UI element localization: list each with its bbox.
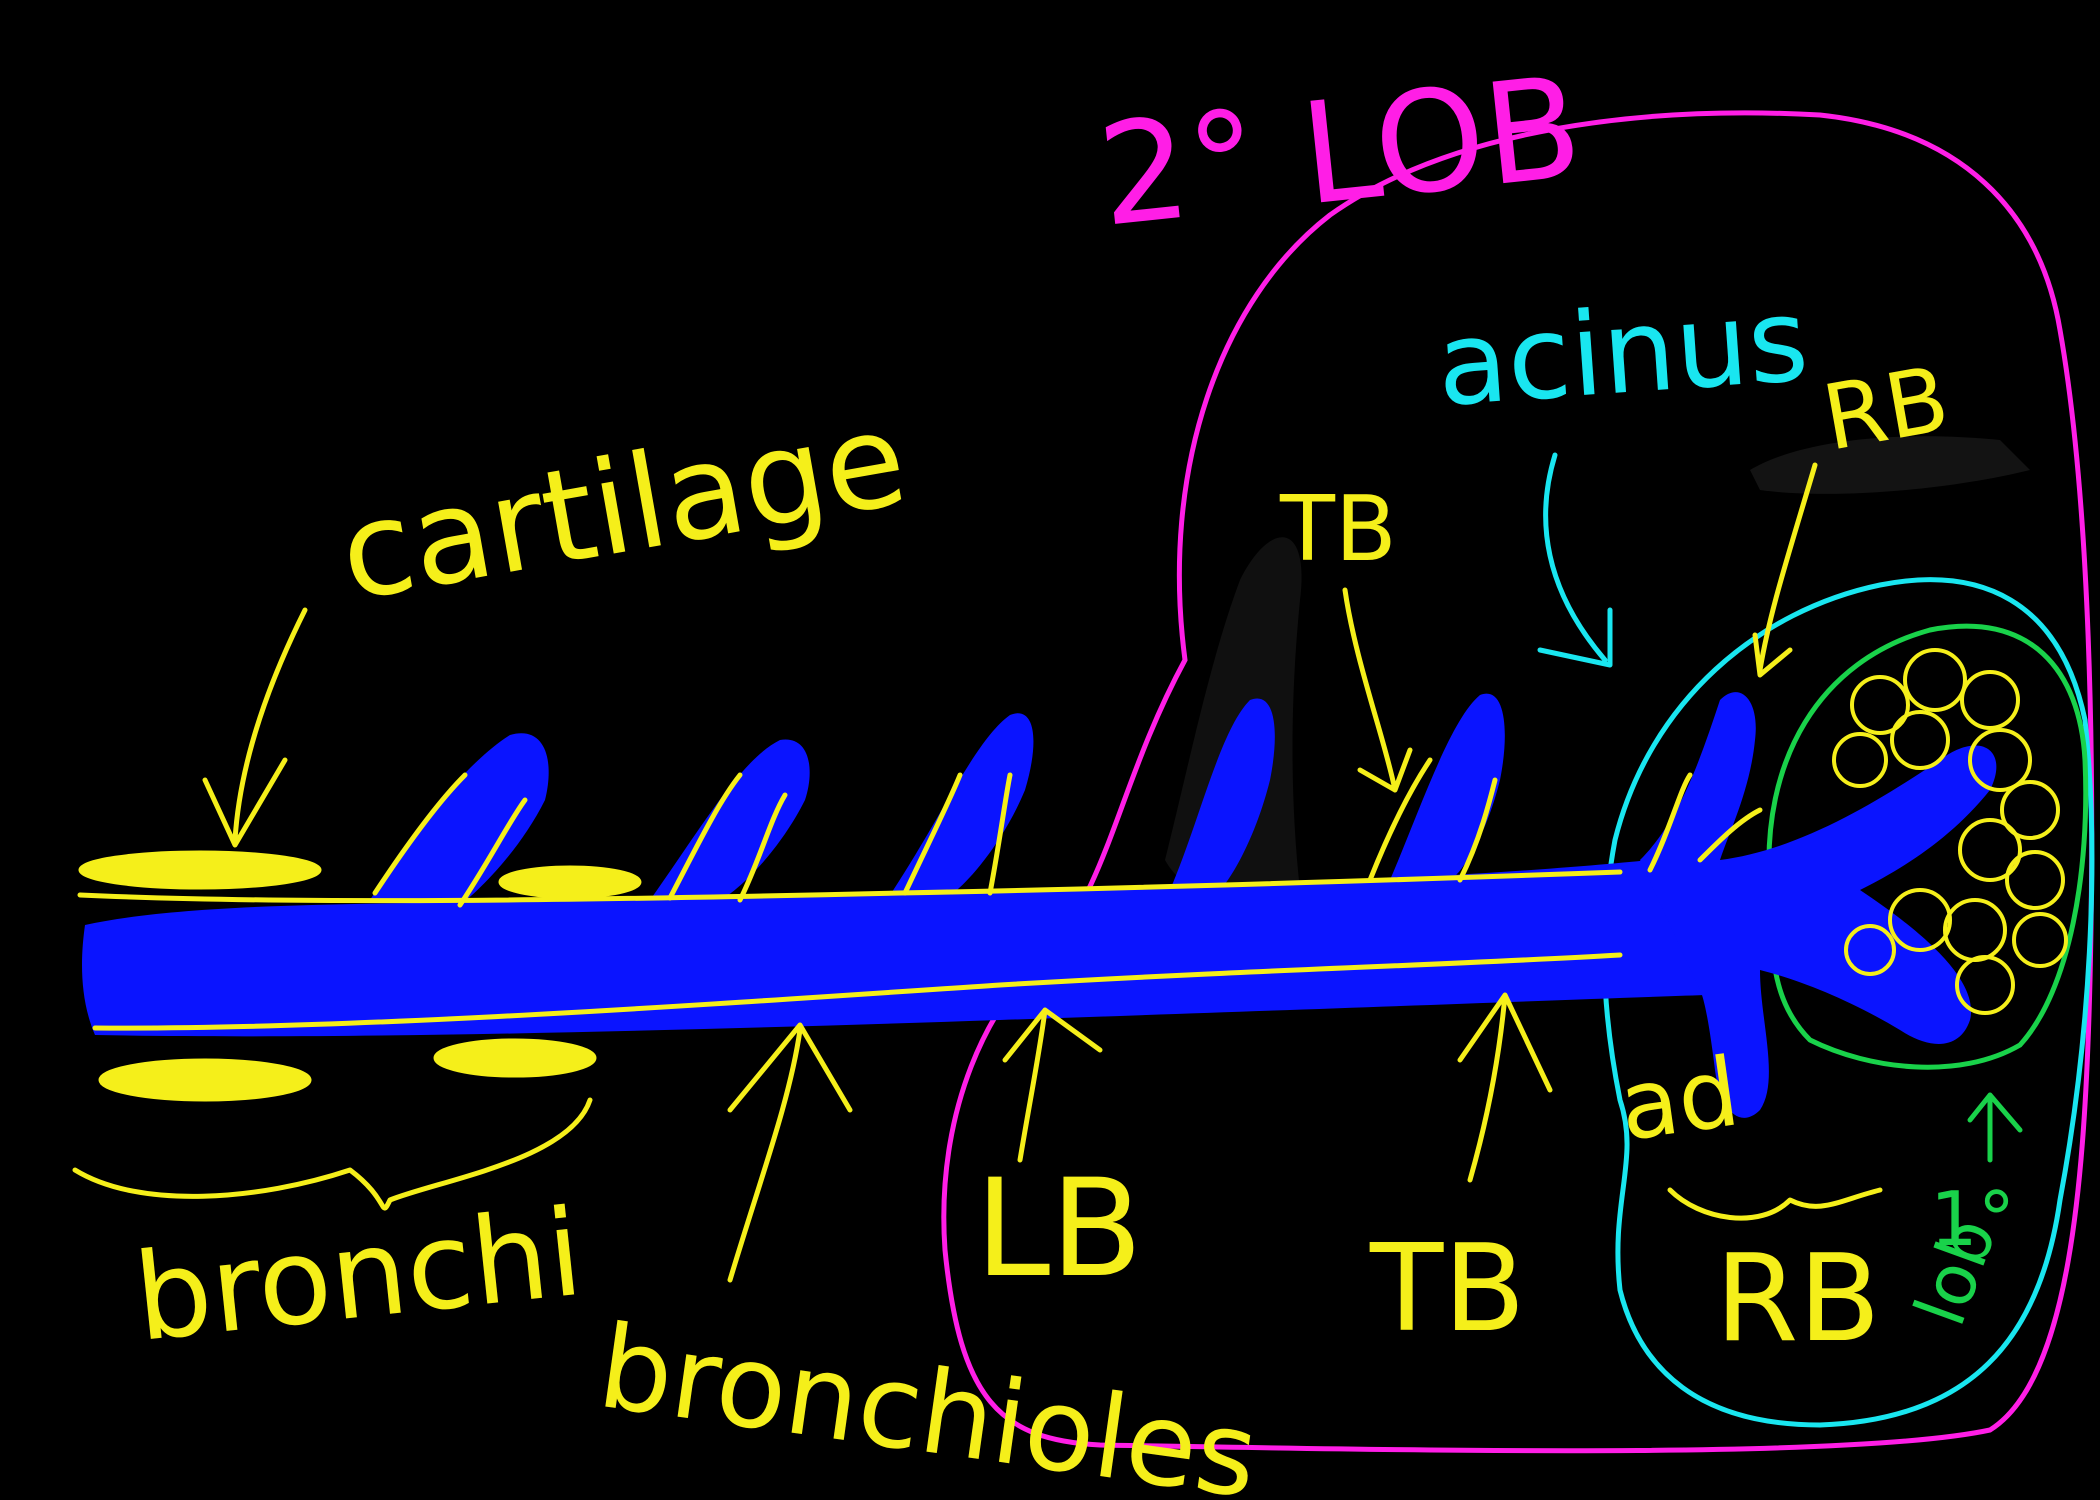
branch-line-2b xyxy=(737,792,788,903)
branch-line-7 xyxy=(1697,807,1763,863)
airway-tree xyxy=(82,692,1997,1118)
alveolus xyxy=(1958,818,2022,882)
cartilage-plate-2 xyxy=(498,865,642,899)
wall-top-line xyxy=(77,869,1623,904)
wall-bottom-line xyxy=(92,952,1623,1031)
branch-line-5 xyxy=(1457,777,1498,883)
alveolus xyxy=(1888,888,1952,952)
alveolus xyxy=(1844,924,1896,976)
annotation-arrows xyxy=(72,462,1883,1283)
lb-arrow xyxy=(1002,1007,1103,1163)
branch-line-2a xyxy=(667,772,743,901)
alveolus xyxy=(1968,728,2032,792)
branch-line-4 xyxy=(1367,757,1433,883)
cartilage-plate-1 xyxy=(78,850,322,890)
bronchioles-arrow xyxy=(727,1022,853,1283)
alveolus xyxy=(2000,780,2060,840)
airway-branch-5 xyxy=(1390,693,1505,880)
alveolus xyxy=(1890,710,1950,770)
cartilage-plates xyxy=(78,850,642,1102)
bronchi-brace xyxy=(72,1097,593,1211)
branch-line-1b xyxy=(457,797,528,908)
alveoli-cluster xyxy=(1832,648,2068,1015)
airway-branch-4 xyxy=(1170,698,1275,890)
alveolus xyxy=(1832,732,1888,788)
branch-line-1a xyxy=(372,772,468,896)
rb-top-arrow xyxy=(1752,462,1818,678)
acinus-outline xyxy=(1601,577,2095,1428)
airway-wall-lines xyxy=(77,757,1763,1031)
alveolus xyxy=(2005,850,2065,910)
airway-terminal-branches xyxy=(1640,692,1997,1118)
cartilage-arrow xyxy=(202,607,308,848)
lb-label: LB xyxy=(975,1150,1143,1307)
alveolus xyxy=(1955,955,2015,1015)
cartilage-plate-4 xyxy=(433,1038,597,1078)
primary-lobule-arrow xyxy=(1967,1092,2023,1163)
cartilage-plate-3 xyxy=(98,1058,312,1102)
primary-lobule-label-line1: 1° xyxy=(1930,1175,2015,1263)
acinus-arrow xyxy=(1537,452,1613,668)
tb-bottom-label: TB xyxy=(1369,1220,1526,1359)
alveolus xyxy=(1903,648,1967,712)
airway-trunk xyxy=(82,850,1705,1037)
alveolus xyxy=(1960,670,2020,730)
tb-top-label: TB xyxy=(1279,477,1397,582)
branch-line-6 xyxy=(1647,772,1693,873)
eraser-smudge xyxy=(1165,537,1302,899)
rb-bottom-label: RB xyxy=(1715,1230,1881,1369)
acinus-label: acinus xyxy=(1433,273,1813,433)
rb-bottom-brace xyxy=(1667,1187,1883,1221)
branch-line-3a xyxy=(902,772,963,896)
branch-line-3b xyxy=(987,772,1013,896)
tb-bottom-arrow xyxy=(1457,992,1553,1183)
alveolus xyxy=(2012,912,2068,968)
secondary-lobule-outline xyxy=(941,110,2095,1454)
airway-branch-1 xyxy=(370,733,549,905)
alveolus xyxy=(1850,675,1910,735)
primary-lobule-outline xyxy=(1766,623,2089,1070)
eraser-smudge-top xyxy=(1750,436,2030,494)
rb-top-label: RB xyxy=(1816,347,1957,472)
alveolar-duct-label: ad xyxy=(1613,1037,1746,1162)
tb-top-arrow xyxy=(1342,587,1413,793)
